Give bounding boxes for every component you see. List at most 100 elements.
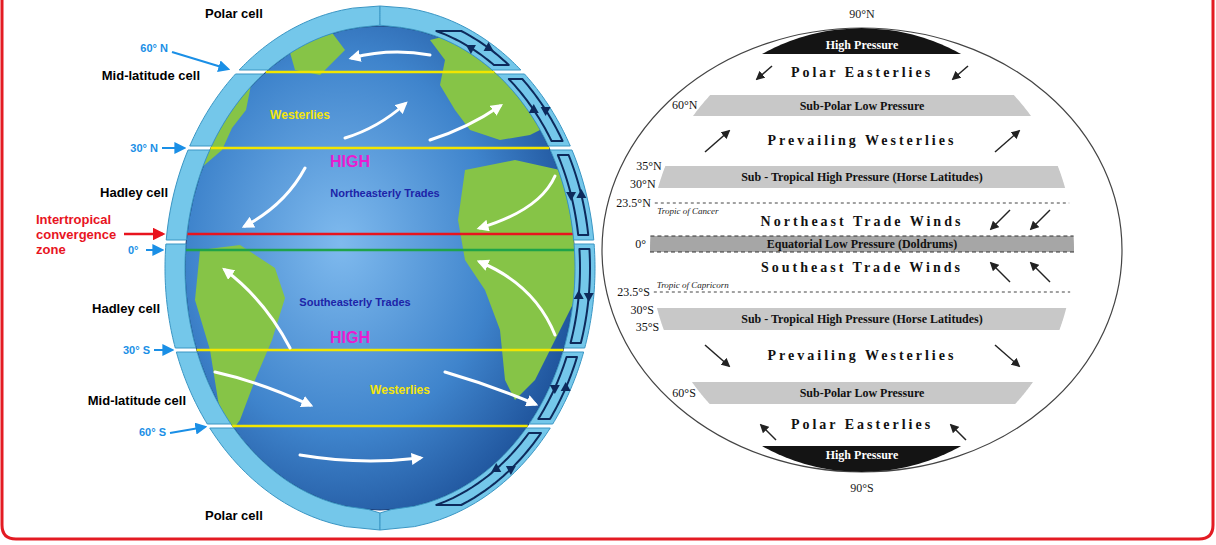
latitude-label: 60° S [139, 426, 166, 438]
cell-name: Hadley cell [92, 301, 160, 316]
wind-name: Westerlies [370, 383, 430, 397]
continents [180, 30, 590, 440]
latitude-line [211, 147, 550, 150]
band-label: Sub - Tropical High Pressure (Horse Lati… [741, 170, 983, 184]
wind-name: Northeasterly Trades [330, 187, 439, 199]
latitude-label: 60°N [672, 98, 697, 113]
band-label: Sub-Polar Low Pressure [800, 386, 925, 400]
tropic-line [655, 203, 1069, 204]
latitude-line [232, 425, 527, 428]
pressure-band: Sub-Polar Low Pressure [692, 382, 1033, 404]
itcz-label: Intertropical convergence zone [36, 212, 128, 257]
band-fill [762, 446, 961, 472]
latitude-lines [186, 72, 575, 426]
pressure-label: HIGH [330, 153, 370, 171]
wind-arrow [445, 372, 535, 404]
latitude-label: 35°N [636, 159, 661, 174]
latitude-line [266, 71, 495, 74]
latitude-label: 60°S [672, 386, 695, 401]
latitude-label: 30°S [630, 303, 653, 318]
tropic-name: Tropic of Cancer [657, 206, 718, 216]
wind-arrow [953, 66, 968, 79]
pole-label: 90°S [850, 481, 873, 496]
wind-name: Southeasterly Trades [299, 296, 410, 308]
band-edge [650, 235, 1073, 236]
wind-arrow [1031, 263, 1050, 282]
wind-zone-name: Prevailing Westerlies [768, 133, 957, 149]
wind-arrows [215, 52, 555, 461]
band-fill [692, 382, 1033, 404]
land [430, 30, 575, 140]
band-label: Sub - Tropical High Pressure (Horse Lati… [741, 312, 983, 326]
cell-name: Mid-latitude cell [102, 68, 200, 83]
wind-arrow [430, 106, 500, 140]
latitude-label: 23.5°N [616, 196, 650, 211]
wind-arrow [300, 455, 420, 461]
wind-arrow [757, 66, 772, 79]
wind-arrow [480, 176, 555, 228]
cell-loop [436, 31, 508, 65]
band-fill [693, 95, 1031, 116]
latitude-label: 23.5°S [617, 285, 649, 300]
wind-zone-name: Southeast Trade Winds [761, 260, 963, 276]
wind-arrow [761, 425, 776, 440]
tropic-name: Tropic of Capricorn [657, 280, 729, 290]
cell-arrowhead [576, 189, 586, 198]
cell-name: Mid-latitude cell [88, 393, 186, 408]
wind-arrow [215, 372, 310, 405]
latitude-label: 35°S [636, 320, 659, 335]
circulation-cells [165, 6, 595, 530]
band-fill [762, 28, 961, 54]
pointer-arrows [124, 52, 228, 433]
itcz-pointer [124, 233, 163, 236]
cell-loop [436, 433, 541, 505]
latitude-label: 0° [635, 237, 646, 252]
cell-arrowhead [561, 382, 571, 391]
pole-label: 90°N [849, 7, 874, 22]
latitude-line [197, 349, 564, 352]
cell-arrowhead [466, 45, 476, 54]
wind-zone-name: Northeast Trade Winds [761, 214, 964, 230]
cell-arrowhead [484, 42, 494, 51]
wind-arrow [991, 263, 1010, 282]
band-label: High Pressure [826, 38, 899, 52]
wind-arrow [995, 345, 1019, 366]
wind-arrow [245, 168, 305, 226]
circulation-cell [176, 352, 231, 424]
cell-loop [509, 79, 563, 141]
latitude-label: 60° S [139, 426, 166, 438]
wind-arrow [345, 104, 405, 138]
cell-name: Mid-latitude cell [88, 393, 186, 408]
cell-name: Mid-latitude cell [102, 68, 200, 83]
tropic-line [654, 292, 1070, 293]
latitude-pointer [172, 52, 228, 69]
itcz-label: Intertropical convergence zone [36, 212, 128, 257]
latitude-pointer [162, 147, 184, 149]
circulation-cell [529, 352, 584, 424]
latitude-label: 30° S [123, 344, 150, 356]
latitude-label: 0° [128, 244, 139, 256]
pressure-band: High Pressure [762, 28, 961, 54]
wind-arrow [951, 425, 966, 440]
cell-name: Hadley cell [92, 301, 160, 316]
latitude-label: 30° S [123, 344, 150, 356]
latitude-label: 23.5°S [617, 285, 649, 300]
latitude-label: 60°S [672, 386, 695, 401]
cell-arrowhead [550, 385, 560, 394]
wind-zone-name: Prevailing Westerlies [768, 133, 957, 149]
latitude-label: 30° N [130, 142, 158, 154]
band-label: Sub-Polar Low Pressure [800, 99, 925, 113]
latitude-label: 60° N [140, 42, 168, 54]
tropic-name: Tropic of Capricorn [657, 280, 729, 290]
wind-zone-name: Prevailing Westerlies [768, 348, 957, 364]
latitude-pointer [170, 427, 205, 433]
band-label: High Pressure [826, 448, 899, 462]
wind-name: Westerlies [370, 383, 430, 397]
circulation-cell [380, 428, 550, 530]
wind-zone-name: Polar Easterlies [791, 417, 933, 433]
latitude-label: 0° [635, 237, 646, 252]
wind-arrow [991, 210, 1010, 229]
pressure-label: HIGH [330, 329, 370, 347]
